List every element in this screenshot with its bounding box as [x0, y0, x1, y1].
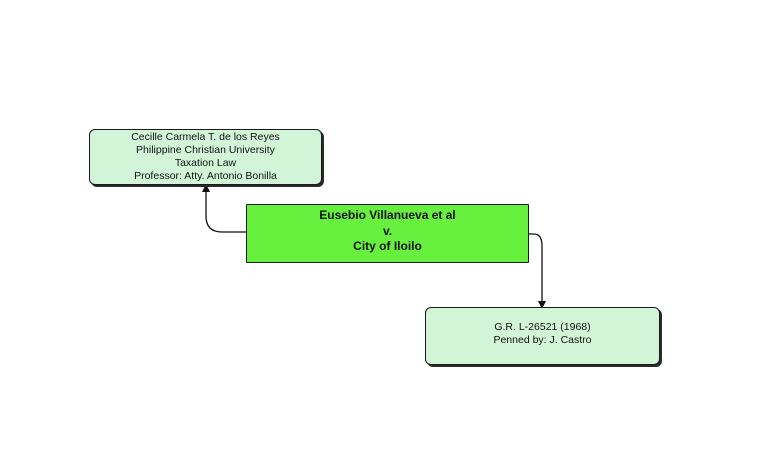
case-title-box: Eusebio Villanueva et al v. City of Iloi…	[246, 204, 529, 263]
professor-name: Professor: Atty. Antonio Bonilla	[134, 170, 277, 182]
case-versus: v.	[382, 223, 393, 238]
author-info-box: Cecille Carmela T. de los Reyes Philippi…	[89, 129, 322, 185]
ponente: Penned by: J. Castro	[493, 334, 592, 346]
university-name: Philippine Christian University	[136, 144, 275, 156]
connector-case-to-citation	[529, 233, 546, 309]
connector-case-to-author	[202, 184, 246, 233]
case-docket-number: G.R. L-26521 (1968)	[494, 321, 591, 333]
case-petitioner: Eusebio Villanueva et al	[319, 208, 456, 222]
author-name: Cecille Carmela T. de los Reyes	[131, 131, 280, 143]
course-name: Taxation Law	[174, 157, 237, 169]
citation-box: G.R. L-26521 (1968) Penned by: J. Castro	[425, 307, 660, 365]
case-respondent: City of Iloilo	[353, 239, 422, 253]
